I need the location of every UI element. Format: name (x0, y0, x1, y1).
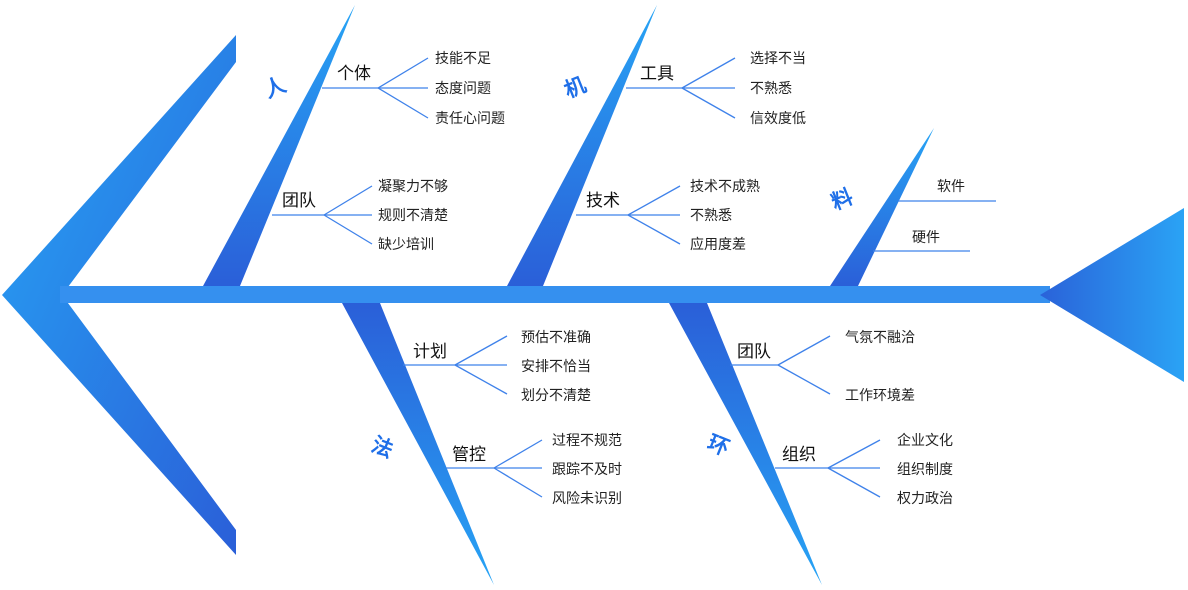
bone-huan (669, 303, 822, 585)
category-label-ji: 机 (561, 73, 589, 103)
bone-ji (507, 5, 657, 286)
category-label-fa: 法 (368, 432, 396, 462)
fish-spine (60, 286, 1050, 303)
fish-tail (2, 35, 236, 555)
cause-label: 责任心问题 (435, 111, 505, 127)
sub-branch-gongju: 工具 选择不当 不熟悉 信效度低 (626, 51, 806, 127)
cause-label: 过程不规范 (552, 432, 622, 449)
sub-branch-yingjian: 硬件 (873, 230, 970, 252)
bone-fa (342, 303, 494, 585)
sub-label: 管控 (452, 445, 486, 465)
cause-label: 不熟悉 (750, 81, 792, 97)
cause-label: 应用度差 (690, 236, 746, 253)
sub-label: 计划 (413, 342, 447, 362)
sub-branch-ruanjian: 软件 (898, 179, 996, 202)
sub-label: 技术 (586, 191, 620, 211)
sub-label: 软件 (937, 179, 965, 195)
sub-label: 个体 (337, 64, 371, 84)
cause-label: 企业文化 (897, 432, 953, 449)
category-label-huan: 环 (704, 430, 732, 460)
category-label-liao: 料 (828, 185, 856, 215)
bone-ren (203, 5, 355, 286)
category-label-ren: 人 (261, 73, 289, 103)
sub-branch-jishu: 技术 技术不成熟 不熟悉 应用度差 (576, 179, 760, 253)
sub-label: 硬件 (912, 230, 940, 246)
cause-label: 安排不恰当 (521, 359, 591, 375)
sub-label: 团队 (737, 342, 771, 362)
cause-label: 选择不当 (750, 51, 806, 67)
cause-label: 态度问题 (435, 81, 491, 97)
sub-branch-tuandui-ren: 团队 凝聚力不够 规则不清楚 缺少培训 (272, 179, 448, 253)
cause-label: 凝聚力不够 (378, 179, 448, 195)
sub-branch-guankong: 管控 过程不规范 跟踪不及时 风险未识别 (446, 432, 622, 507)
cause-label: 技能不足 (435, 51, 491, 67)
cause-label: 不熟悉 (690, 208, 732, 224)
cause-label: 规则不清楚 (378, 208, 448, 224)
sub-branch-tuandui-huan: 团队 气氛不融洽 工作环境差 (730, 330, 915, 404)
bone-liao (830, 128, 934, 286)
sub-branch-zuzhi: 组织 企业文化 组织制度 权力政治 (775, 432, 953, 507)
sub-label: 工具 (640, 64, 674, 84)
cause-label: 权力政治 (897, 491, 953, 507)
cause-label: 缺少培训 (378, 237, 434, 253)
cause-label: 工作环境差 (845, 388, 915, 404)
cause-label: 气氛不融洽 (845, 330, 915, 346)
sub-branch-geti: 个体 技能不足 态度问题 责任心问题 (322, 51, 505, 127)
cause-label: 技术不成熟 (690, 179, 760, 195)
cause-label: 信效度低 (750, 111, 806, 127)
cause-label: 划分不清楚 (521, 388, 591, 404)
sub-label: 组织 (782, 445, 816, 465)
cause-label: 组织制度 (897, 462, 953, 478)
cause-label: 预估不准确 (521, 330, 591, 346)
sub-label: 团队 (282, 191, 316, 211)
sub-branch-jihua: 计划 预估不准确 安排不恰当 划分不清楚 (403, 330, 591, 404)
cause-label: 跟踪不及时 (552, 462, 622, 478)
cause-label: 风险未识别 (552, 491, 622, 507)
fish-head (1040, 208, 1184, 382)
